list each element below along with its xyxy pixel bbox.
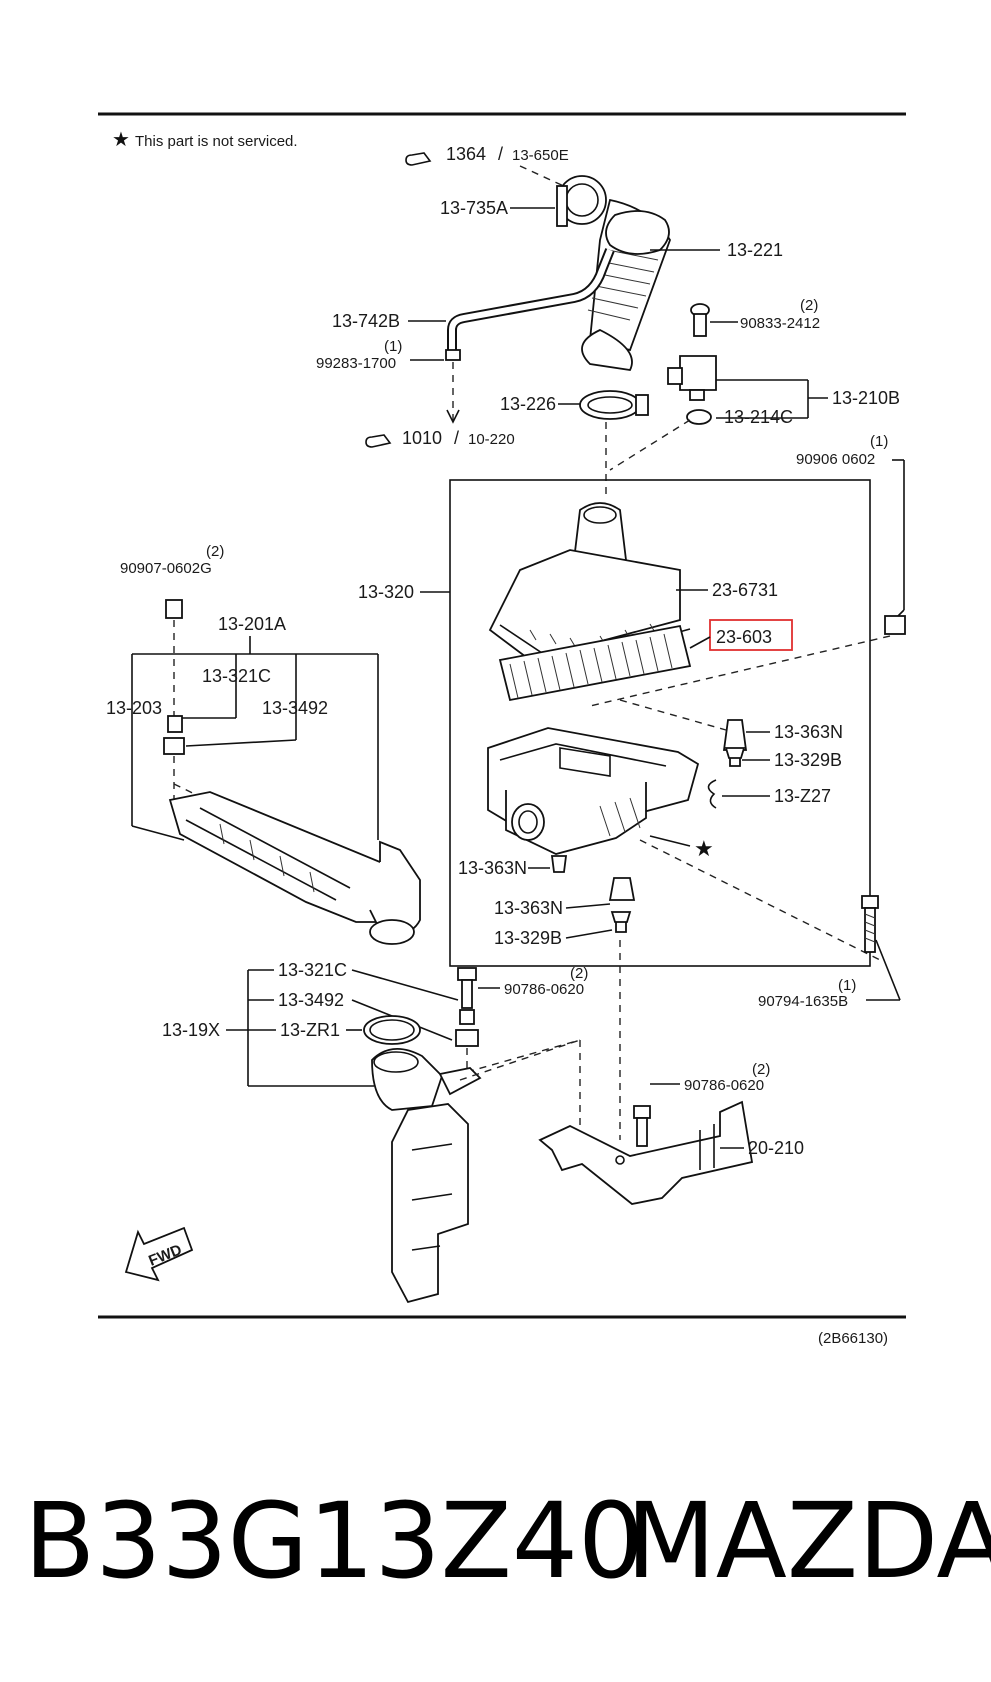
label-23-6731: 23-6731 [712, 580, 778, 600]
bolt-90833-2412 [690, 303, 710, 337]
grommet-13-3492-a [163, 737, 185, 755]
qty-90907: (2) [206, 543, 224, 560]
label-13-363N-a: 13-363N [774, 722, 843, 742]
label-13-329B-a: 13-329B [774, 750, 842, 770]
collar-13-321C-b [459, 1009, 475, 1025]
label-20-210: 20-210 [748, 1138, 804, 1158]
grommet-13-363N-a [722, 719, 748, 751]
nut-90906 [884, 615, 906, 635]
arrow-down-icon [446, 409, 460, 424]
qty-90906: (1) [870, 433, 888, 450]
label-99283: 99283-1700 [316, 355, 396, 372]
ref-top-sep: / [498, 144, 503, 164]
clip-13-Z27 [707, 779, 717, 809]
bolt-90786-0620-b [633, 1105, 651, 1147]
qty-90786-a: (2) [570, 965, 588, 982]
label-13-3492-a: 13-3492 [262, 698, 328, 718]
label-13-321C-b: 13-321C [278, 960, 347, 980]
label-13-742B: 13-742B [332, 311, 400, 331]
catalog-code: (2B66130) [818, 1330, 888, 1347]
bolt-90786-0620-a [457, 967, 477, 1009]
reference-arrow-icon-2 [365, 434, 392, 448]
ref-mid-sub: 10-220 [468, 431, 515, 448]
bolt-90794-1635B [861, 895, 879, 953]
star-icon-2: ★ [694, 836, 714, 861]
air-cleaner-cover-23-6731 [488, 502, 691, 666]
qty-90833: (2) [800, 297, 818, 314]
label-13-321C-a: 13-321C [202, 666, 271, 686]
label-13-19X: 13-19X [162, 1020, 220, 1040]
label-13-Z27: 13-Z27 [774, 786, 831, 806]
label-13-203: 13-203 [106, 698, 162, 718]
label-90786-a: 90786-0620 [504, 981, 584, 998]
clip-99283 [445, 349, 461, 361]
intake-hose-13-221 [581, 198, 671, 371]
label-13-ZR1: 13-ZR1 [280, 1020, 340, 1040]
breather-hose-13-742B [447, 248, 615, 350]
ref-mid-main: 1010 [402, 428, 442, 448]
highlight-23-603 [709, 619, 793, 651]
bushing-13-329B-b [610, 911, 632, 933]
label-90833: 90833-2412 [740, 315, 820, 332]
label-90794: 90794-1635B [758, 993, 848, 1010]
reference-arrow-icon [405, 152, 432, 166]
star-icon: ★ [112, 129, 130, 151]
note-text: This part is not serviced. [135, 133, 298, 150]
qty-90786-b: (2) [752, 1061, 770, 1078]
label-13-329B-b: 13-329B [494, 928, 562, 948]
label-90907: 90907-0602G [120, 560, 212, 577]
label-13-201A: 13-201A [218, 614, 286, 634]
air-filter-23-603 [498, 624, 692, 702]
clamp-13-226 [579, 390, 641, 420]
label-23-603: 23-603 [716, 627, 772, 647]
oring-13-214C [686, 409, 712, 425]
air-cleaner-case [487, 727, 700, 855]
grommet-13-363N-b [550, 855, 568, 873]
nut-90907 [165, 599, 183, 619]
label-13-363N-c: 13-363N [494, 898, 563, 918]
part-number: B33G13Z40 [24, 1480, 645, 1602]
label-90786-b: 90786-0620 [684, 1077, 764, 1094]
label-13-320: 13-320 [358, 582, 414, 602]
resonator-13-19X [371, 1048, 482, 1304]
qty-99283: (1) [384, 338, 402, 355]
label-13-210B: 13-210B [832, 388, 900, 408]
air-cleaner-assembly-box [449, 479, 871, 967]
grommet-13-363N-c [608, 877, 636, 901]
grommet-13-3492-b [455, 1029, 479, 1047]
collar-13-321C-a [167, 715, 183, 733]
label-13-735A: 13-735A [440, 198, 508, 218]
label-13-214C: 13-214C [724, 407, 793, 427]
bushing-13-329B-a [724, 747, 746, 767]
ref-mid-sep: / [454, 428, 459, 448]
label-13-363N-b: 13-363N [458, 858, 527, 878]
sensor-13-210B [667, 355, 717, 401]
fwd-arrow-icon: FWD [124, 1226, 194, 1282]
ref-top-sub: 13-650E [512, 147, 569, 164]
bracket-20-210 [538, 1100, 754, 1205]
ref-top-main: 1364 [446, 144, 486, 164]
label-13-226: 13-226 [500, 394, 556, 414]
label-90906: 90906 0602 [796, 451, 875, 468]
label-13-221: 13-221 [727, 240, 783, 260]
brand-name: MAZDA [626, 1480, 991, 1602]
qty-90794: (1) [838, 977, 856, 994]
air-duct-13-203 [168, 791, 421, 945]
footer: B33G13Z40 MAZDA [20, 1480, 991, 1610]
label-13-3492-b: 13-3492 [278, 990, 344, 1010]
